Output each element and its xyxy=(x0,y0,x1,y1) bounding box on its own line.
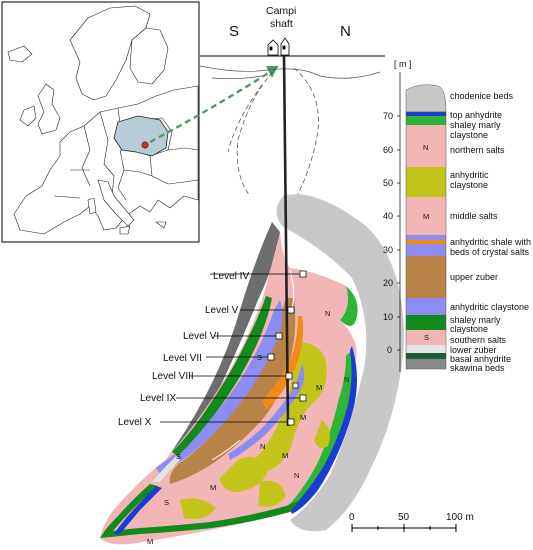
level-label-x: Level X xyxy=(118,417,152,428)
layer-anhydritic-shale xyxy=(406,235,446,240)
section-unit-tags: N N M M M N N M M S S S xyxy=(147,309,349,546)
layer-middle-salts xyxy=(406,197,446,235)
near-surface-beds xyxy=(199,65,381,79)
legend-top-anhydrite: top anhydrite xyxy=(450,110,502,120)
legend-anhydritic-olive-1: anhydritic xyxy=(450,170,489,180)
top-anhydrite-north xyxy=(340,286,358,326)
scale-label-100: 100 m xyxy=(446,512,474,523)
legend-chodenice: chodenice beds xyxy=(450,91,514,101)
layer-northern-salts xyxy=(406,125,446,167)
section-tag-m: M xyxy=(316,383,322,392)
layer-southern-salts xyxy=(406,330,446,345)
skawina-beds-body xyxy=(150,222,280,485)
chodenice-beds-body xyxy=(276,194,404,532)
tick-70: 70 xyxy=(383,111,393,121)
south-direction-label: S xyxy=(229,23,239,40)
legend-shaley-lower-2: claystone xyxy=(450,324,488,334)
level-label-iv: Level IV xyxy=(213,271,249,282)
layer-anhydritic-claystone-olive xyxy=(406,167,446,197)
shaft-headframe-icon xyxy=(267,37,290,56)
finland-outline xyxy=(129,27,169,85)
level-label-v: Level V xyxy=(205,305,239,316)
section-tag-s: S xyxy=(257,353,262,362)
great-britain-outline xyxy=(37,83,61,135)
layer-lower-zuber xyxy=(406,345,446,353)
level-labels: Level IV Level V Level VI Level VII Leve… xyxy=(118,271,249,428)
section-tag-s: S xyxy=(176,452,181,461)
level-label-ix: Level IX xyxy=(140,393,176,404)
iceland-outline xyxy=(7,45,33,63)
layer-top-anhydrite xyxy=(406,112,446,116)
level-label-viii: Level VIII xyxy=(152,371,194,382)
column-unit-label: [ m ] xyxy=(394,59,412,69)
poland-highlight xyxy=(113,115,169,157)
legend-skawina: skawina beds xyxy=(450,363,505,373)
legend-anhydritic-purple: anhydritic claystone xyxy=(450,302,529,312)
layer-skawina xyxy=(406,359,446,369)
column-code-n: N xyxy=(423,143,428,152)
anhydritic-claystone-lenses xyxy=(252,342,327,472)
tick-10: 10 xyxy=(383,312,393,322)
shaft-name-line1: Campi xyxy=(266,5,296,17)
legend-shaley-upper-2: claystone xyxy=(450,130,488,140)
shaft-column xyxy=(282,55,290,427)
column-code-s: S xyxy=(424,333,429,342)
column-ticks xyxy=(397,115,400,351)
cross-section xyxy=(100,194,404,545)
legend-anhydritic-shale-2: beds of crystal salts xyxy=(450,247,530,257)
campi-location-marker xyxy=(141,141,149,149)
level-markers xyxy=(160,270,307,426)
legend-lower-zuber: lower zuber xyxy=(450,345,497,355)
scale-label-0: 0 xyxy=(349,512,355,523)
ireland-outline xyxy=(19,105,37,127)
tick-30: 30 xyxy=(383,245,393,255)
north-direction-label: N xyxy=(340,23,351,40)
legend-anhydritic-olive-2: claystone xyxy=(450,180,488,190)
section-tag-n: N xyxy=(260,442,265,451)
level-label-vi: Level VI xyxy=(183,331,219,342)
section-tag-m: M xyxy=(300,413,306,422)
upper-zuber-body xyxy=(169,298,296,484)
tick-60: 60 xyxy=(383,145,393,155)
islands-outline xyxy=(87,197,167,235)
scale-label-50: 50 xyxy=(398,512,410,523)
legend-basal-anhydrite: basal anhydrite xyxy=(450,354,511,364)
scandinavia-outline xyxy=(69,5,151,101)
level-label-vii: Level VII xyxy=(163,353,202,364)
section-tag-s: S xyxy=(164,498,169,507)
layer-shaley-marly-lower xyxy=(406,315,446,330)
legend-anhydritic-shale-1: anhydritic shale with xyxy=(450,237,531,247)
shaley-claystone-south xyxy=(172,296,272,456)
tick-20: 20 xyxy=(383,278,393,288)
legend-southern-salts: southern salts xyxy=(450,335,507,345)
section-tag-m: M xyxy=(282,451,288,460)
europe-inset-map xyxy=(1,1,200,243)
column-code-m: M xyxy=(423,212,429,221)
legend-shaley-upper-1: shaley marly xyxy=(450,120,501,130)
section-tag-n: N xyxy=(294,471,299,480)
stratigraphic-column: [ m ] 70 60 50 40 30 20 10 0 xyxy=(383,59,531,373)
tick-50: 50 xyxy=(383,178,393,188)
tick-0: 0 xyxy=(387,345,392,355)
legend-middle-salts: middle salts xyxy=(450,211,498,221)
shaft-name-line2: shaft xyxy=(270,18,293,30)
section-tag-m: M xyxy=(210,483,216,492)
legend-shaley-lower-1: shaley marly xyxy=(450,315,501,325)
layer-shaley-marly-upper xyxy=(406,116,446,125)
tick-40: 40 xyxy=(383,211,393,221)
italy-outline xyxy=(97,179,135,227)
section-tag-n: N xyxy=(325,309,330,318)
layer-basal-anhydrite xyxy=(406,353,446,359)
eroded-boundary-dashed xyxy=(236,65,279,197)
section-tag-m: M xyxy=(147,537,153,546)
layer-upper-zuber xyxy=(406,256,446,298)
section-tag-n: N xyxy=(344,375,349,384)
legend-upper-zuber: upper zuber xyxy=(450,272,498,282)
layer-anhydritic-claystone-purple xyxy=(406,298,446,315)
layer-chodenice xyxy=(405,84,447,113)
legend-northern-salts: northern salts xyxy=(450,145,505,155)
scale-bar: 0 50 100 m xyxy=(349,512,474,532)
